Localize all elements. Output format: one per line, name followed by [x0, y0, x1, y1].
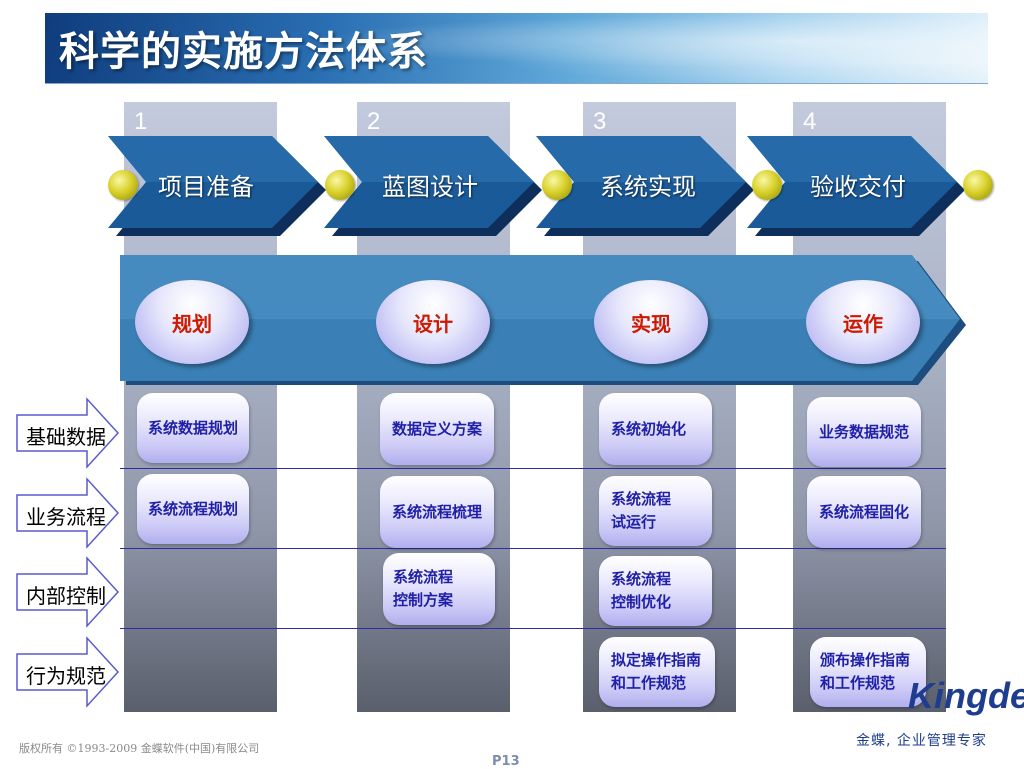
cell-text: 和工作规范 — [820, 674, 896, 692]
row-divider-3 — [120, 628, 946, 629]
milestone-ball-2 — [325, 170, 355, 200]
cell-col4-row4: 颁布操作指南 和工作规范 — [810, 637, 926, 707]
cell-col2-row3: 系统流程 控制方案 — [383, 553, 495, 625]
milestone-ball-4 — [752, 170, 782, 200]
stage-label-1: 项目准备 — [158, 173, 254, 201]
cell-col2-row2: 系统流程梳理 — [380, 476, 494, 548]
cell-col3-row2: 系统流程 试运行 — [599, 476, 712, 546]
stage-chevron-3 — [536, 136, 754, 236]
cell-text: 试运行 — [611, 513, 657, 531]
cell-col4-row2: 系统流程固化 — [807, 476, 921, 548]
cell-col4-row1: 业务数据规范 — [807, 397, 921, 467]
row-label-behavior-norms: 行为规范 — [26, 664, 106, 688]
cell-text: 和工作规范 — [611, 674, 687, 692]
copyright-notice: 版权所有 ©1993-2009 金蝶软件(中国)有限公司 — [19, 742, 260, 755]
cell-text: 系统流程梳理 — [391, 502, 482, 521]
cell-text: 拟定操作指南 — [611, 651, 702, 669]
kingdee-logo: Kingdee — [908, 675, 1024, 716]
company-slogan: 金蝶, 企业管理专家 — [856, 733, 987, 749]
cell-text: 系统流程 — [611, 490, 672, 508]
milestone-ball-1 — [108, 170, 138, 200]
stage-chevron-2 — [324, 136, 542, 236]
row-arrow-3 — [16, 556, 120, 628]
phase-label-operate: 运作 — [843, 311, 883, 336]
phase-band-arrow — [120, 255, 966, 385]
cell-text: 业务数据规范 — [818, 422, 909, 441]
cell-col3-row3: 系统流程 控制优化 — [599, 556, 712, 626]
row-arrow-2 — [16, 477, 120, 549]
stage-label-2: 蓝图设计 — [382, 173, 478, 201]
phase-oval-operate: 运作 — [806, 280, 920, 364]
cell-text: 系统流程固化 — [818, 502, 909, 521]
cell-text: 系统初始化 — [611, 419, 687, 438]
phase-oval-design: 设计 — [376, 280, 490, 364]
stage-label-4: 验收交付 — [810, 173, 906, 201]
milestone-ball-5 — [963, 170, 993, 200]
page-title: 科学的实施方法体系 — [59, 29, 428, 75]
cell-col3-row1: 系统初始化 — [599, 393, 712, 465]
stage-label-3: 系统实现 — [600, 173, 696, 201]
stage-chevron-4 — [747, 136, 965, 236]
row-arrow-4 — [16, 636, 120, 708]
cell-text: 颁布操作指南 — [820, 651, 911, 669]
milestone-ball-3 — [542, 170, 572, 200]
phase-label-design: 设计 — [413, 311, 453, 336]
stage-number-2: 2 — [367, 108, 381, 135]
row-label-basic-data: 基础数据 — [26, 425, 106, 449]
title-banner: 科学的实施方法体系 — [45, 13, 988, 84]
row-arrow-1 — [16, 397, 120, 469]
cell-text: 系统流程 — [611, 570, 672, 588]
phase-oval-plan: 规划 — [135, 280, 249, 364]
row-label-internal-control: 内部控制 — [26, 584, 106, 608]
cell-col3-row4: 拟定操作指南 和工作规范 — [599, 637, 715, 707]
stage-chevron-1 — [108, 136, 326, 236]
row-divider-1 — [120, 468, 946, 469]
stage-number-3: 3 — [593, 108, 607, 135]
cell-text: 系统流程 — [393, 568, 454, 586]
cell-text: 系统数据规划 — [147, 418, 238, 437]
cell-col1-row2: 系统流程规划 — [137, 474, 249, 544]
phase-label-implement: 实现 — [631, 311, 671, 336]
cell-text: 控制方案 — [393, 591, 454, 609]
cell-text: 数据定义方案 — [391, 419, 482, 438]
cell-col2-row1: 数据定义方案 — [380, 393, 494, 465]
phase-oval-implement: 实现 — [594, 280, 708, 364]
cell-text: 系统流程规划 — [147, 499, 238, 518]
stage-number-4: 4 — [803, 108, 817, 135]
cell-col1-row1: 系统数据规划 — [137, 393, 249, 463]
page-number: P13 — [492, 754, 520, 769]
row-label-business-process: 业务流程 — [26, 505, 106, 529]
phase-label-plan: 规划 — [172, 311, 212, 336]
cell-text: 控制优化 — [611, 593, 672, 611]
row-divider-2 — [120, 548, 946, 549]
stage-number-1: 1 — [134, 108, 148, 135]
